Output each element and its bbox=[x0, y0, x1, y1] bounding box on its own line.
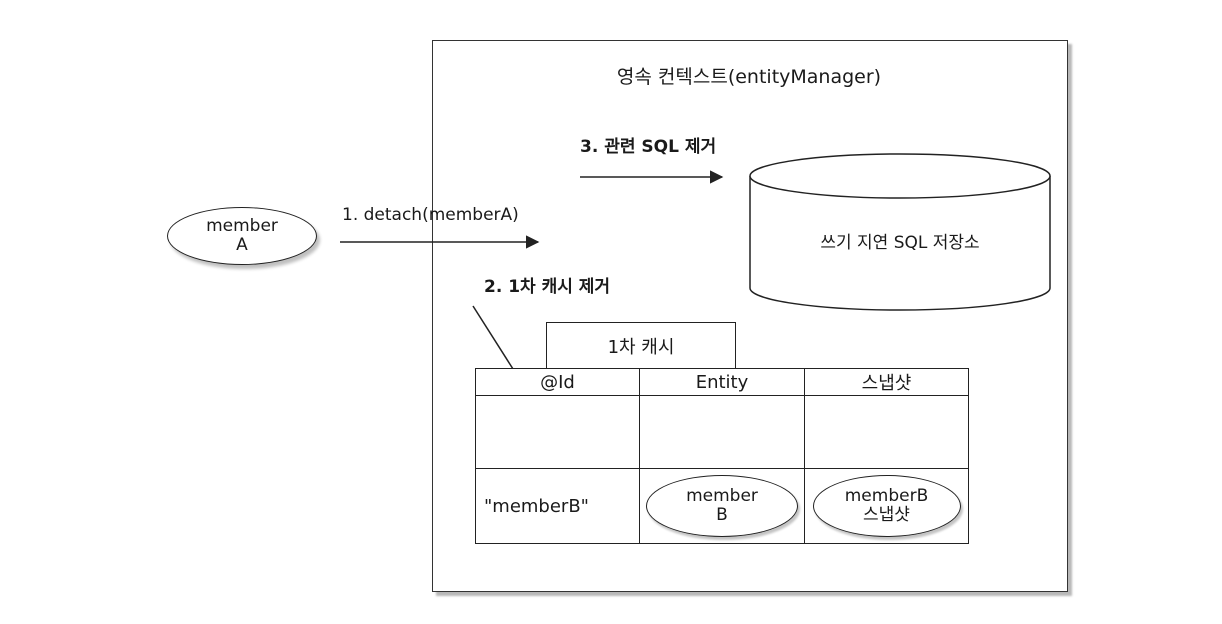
cache-id-cell: "memberB" bbox=[475, 468, 640, 544]
first-level-cache-table: @Id Entity 스냅샷 "memberB" member B member… bbox=[475, 368, 969, 544]
sql-store-cylinder bbox=[749, 153, 1051, 311]
empty-cell bbox=[475, 395, 640, 469]
step-detach-label: 1. detach(memberA) bbox=[342, 205, 519, 225]
cache-snapshot-cell: memberB 스냅샷 bbox=[804, 468, 969, 544]
snapshot-line1: memberB bbox=[844, 486, 929, 506]
cache-row-memberb: "memberB" member B memberB 스냅샷 bbox=[475, 468, 969, 544]
column-header-id: @Id bbox=[475, 368, 640, 396]
member-a-line2: A bbox=[236, 235, 248, 255]
snapshot-line2: 스냅샷 bbox=[863, 505, 910, 525]
sql-store-label: 쓰기 지연 SQL 저장소 bbox=[820, 233, 980, 253]
cache-entity-cell: member B bbox=[639, 468, 805, 544]
member-a-line1: member bbox=[206, 216, 278, 236]
column-header-snapshot: 스냅샷 bbox=[804, 368, 969, 396]
member-b-oval: member B bbox=[646, 475, 798, 537]
member-a-oval: member A bbox=[167, 207, 317, 265]
persistence-context-title: 영속 컨텍스트(entityManager) bbox=[616, 66, 882, 88]
first-level-cache-tab: 1차 캐시 bbox=[546, 322, 736, 369]
member-b-line2: B bbox=[716, 505, 728, 525]
empty-cell bbox=[804, 395, 969, 469]
member-b-snapshot-oval: memberB 스냅샷 bbox=[812, 475, 961, 537]
empty-cell bbox=[639, 395, 805, 469]
step-remove-sql-label: 3. 관련 SQL 제거 bbox=[580, 137, 717, 157]
cache-header-row: @Id Entity 스냅샷 bbox=[475, 368, 969, 396]
step-remove-cache-label: 2. 1차 캐시 제거 bbox=[484, 277, 611, 297]
member-b-line1: member bbox=[686, 486, 758, 506]
cache-empty-row bbox=[475, 395, 969, 469]
column-header-entity: Entity bbox=[639, 368, 805, 396]
